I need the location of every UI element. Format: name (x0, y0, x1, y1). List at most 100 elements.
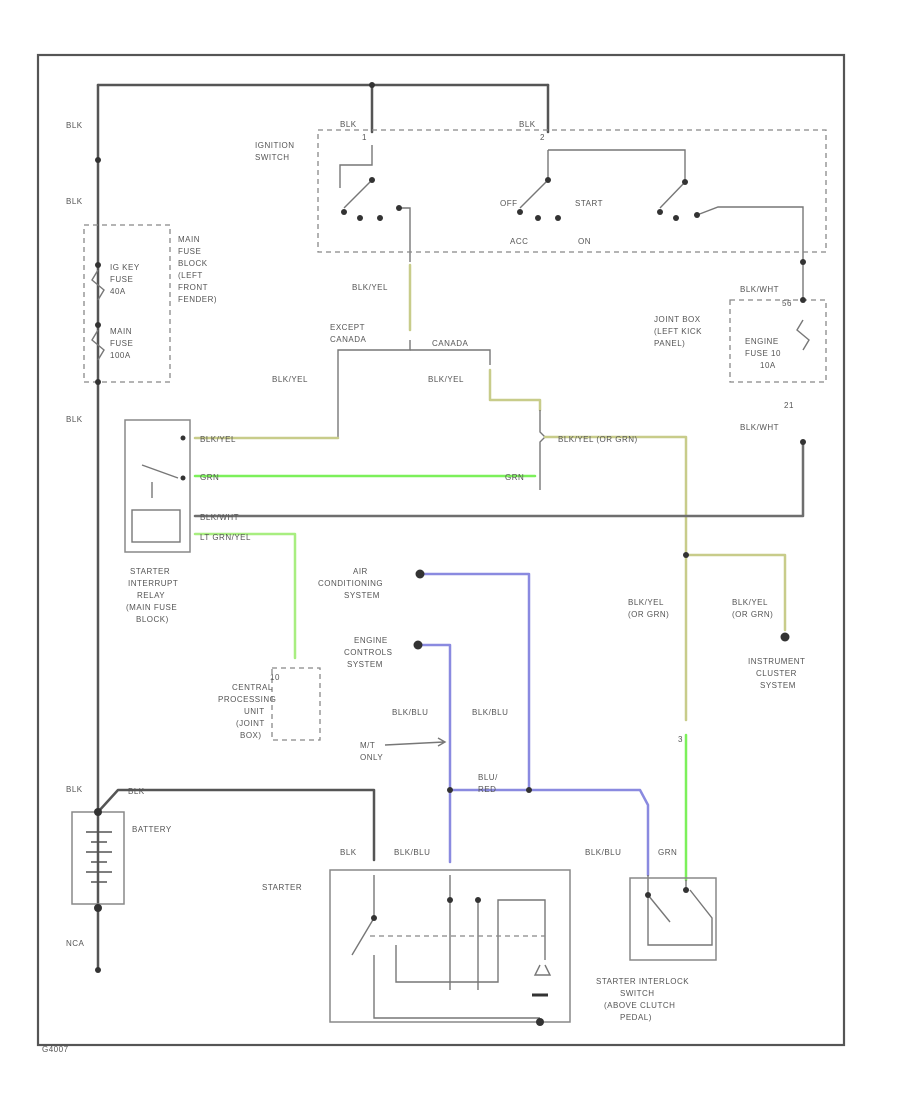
wire-blk-battery (96, 788, 376, 862)
main-fuse-label: FUSE (110, 339, 133, 348)
instrument-cluster-label: SYSTEM (760, 681, 796, 690)
pin-label: 1 (362, 133, 367, 142)
wire-sw1-contact (343, 179, 373, 209)
wire-label: BLK/YEL (272, 375, 308, 384)
wire-blk-blu-ac (418, 572, 531, 792)
ig-key-fuse-symbol (91, 269, 105, 301)
mt-only-label: ONLY (360, 753, 383, 762)
main-fuse-block-label: FENDER) (178, 295, 217, 304)
splice-dot (694, 212, 700, 218)
splice-dot (95, 379, 101, 385)
splice-dot (180, 435, 186, 441)
splice-dot (517, 209, 523, 215)
splice-dot (475, 897, 481, 903)
wire-canada-branch (410, 349, 491, 365)
cpu-box (271, 667, 321, 741)
mt-only-arrow (384, 737, 447, 747)
splice-dot (447, 897, 453, 903)
wire-label: BLK (66, 415, 83, 424)
battery-plates (86, 831, 112, 883)
pin-label: 56 (782, 299, 792, 308)
engine-fuse-symbol (796, 319, 810, 351)
wire-label: BLK/YEL (428, 375, 464, 384)
wire-label: BLK/WHT (200, 513, 239, 522)
joint-box-label: (LEFT KICK (654, 327, 702, 336)
wire-label: BLK/WHT (740, 423, 779, 432)
splice-dot (657, 209, 663, 215)
pin-label: 10 (270, 673, 280, 682)
wire-label: RED (478, 785, 496, 794)
label-layer: BLK BLK BLK BLK BLK BLK BLK BLK NCA BLK/… (42, 120, 805, 1054)
wire-layer (96, 83, 805, 1019)
wire-starter-internal (351, 875, 375, 956)
interlock-switch-label: SWITCH (620, 989, 655, 998)
switch-position-off: OFF (500, 199, 518, 208)
wire-label: BLK/WHT (740, 285, 779, 294)
switch-position-acc: ACC (510, 237, 528, 246)
wire-interlock-internal (647, 875, 713, 946)
splice-dot (645, 892, 651, 898)
splice-dot (683, 887, 689, 893)
main-fuse-label: MAIN (110, 327, 132, 336)
wire-blk-yel-to-cluster (684, 553, 787, 632)
diagram-frame (36, 53, 846, 1047)
main-fuse-block-label: (LEFT (178, 271, 203, 280)
instrument-cluster-label: INSTRUMENT (748, 657, 805, 666)
interlock-switch-label: PEDAL) (620, 1013, 652, 1022)
wire-starter-ground (373, 955, 540, 1019)
wire-label: BLK (66, 785, 83, 794)
ignition-switch-box (317, 129, 827, 253)
connector-layer (94, 82, 806, 1026)
splice-dot (341, 209, 347, 215)
wire-blk-yel-canada (488, 368, 542, 412)
splice-dot (780, 632, 790, 642)
ig-key-fuse-label: FUSE (110, 275, 133, 284)
wire-label: BLK/BLU (394, 848, 430, 857)
pin-label: 21 (784, 401, 794, 410)
engine-fuse-label: FUSE 10 (745, 349, 781, 358)
splice-dot (447, 787, 453, 793)
splice-dot (535, 215, 541, 221)
main-fuse-block-label: FUSE (178, 247, 201, 256)
starter-relay-label: RELAY (137, 591, 165, 600)
splice-dot (94, 808, 102, 816)
wire-except-canada-branch (337, 340, 411, 438)
starter-motor-symbol (533, 964, 552, 976)
wire-label: BLK (66, 197, 83, 206)
main-fuse-label: 100A (110, 351, 131, 360)
wire-blk-wht-relay (193, 440, 805, 518)
ig-key-fuse-label: 40A (110, 287, 126, 296)
wire-label: BLK (66, 121, 83, 130)
starter-relay-label: (MAIN FUSE (126, 603, 177, 612)
wire-sw2-contact (519, 179, 549, 209)
relay-contact (141, 464, 179, 498)
splice-dot (369, 82, 375, 88)
engine-fuse-label: 10A (760, 361, 776, 370)
wire-label: BLK/YEL (732, 598, 768, 607)
wire-label: GRN (658, 848, 677, 857)
wire-starter-coil (395, 875, 546, 990)
mt-only-label: M/T (360, 741, 375, 750)
main-fuse-block-box (83, 224, 171, 383)
cpu-label: (JOINT (236, 719, 265, 728)
wire-label: LT GRN/YEL (200, 533, 251, 542)
splice-dot (800, 259, 806, 265)
wire-label: BLK/YEL (628, 598, 664, 607)
wire-blk-yel-or-grn (543, 435, 688, 722)
wire-label: NCA (66, 939, 85, 948)
ac-system-label: CONDITIONING (318, 579, 383, 588)
wire-blk-blu-engine (416, 643, 452, 864)
main-fuse-block-label: FRONT (178, 283, 208, 292)
wire-sw-bar (548, 149, 686, 182)
joint-box-box (729, 299, 827, 383)
wire-label: GRN (200, 473, 219, 482)
engine-fuse-label: ENGINE (745, 337, 779, 346)
switch-position-start: START (575, 199, 603, 208)
engine-controls-label: ENGINE (354, 636, 388, 645)
splice-dot (413, 640, 423, 650)
battery-label: BATTERY (132, 825, 172, 834)
splice-dot (371, 915, 377, 921)
figure-code: G4007 (42, 1045, 69, 1054)
except-canada-label: CANADA (330, 335, 367, 344)
splice-dot (800, 297, 806, 303)
